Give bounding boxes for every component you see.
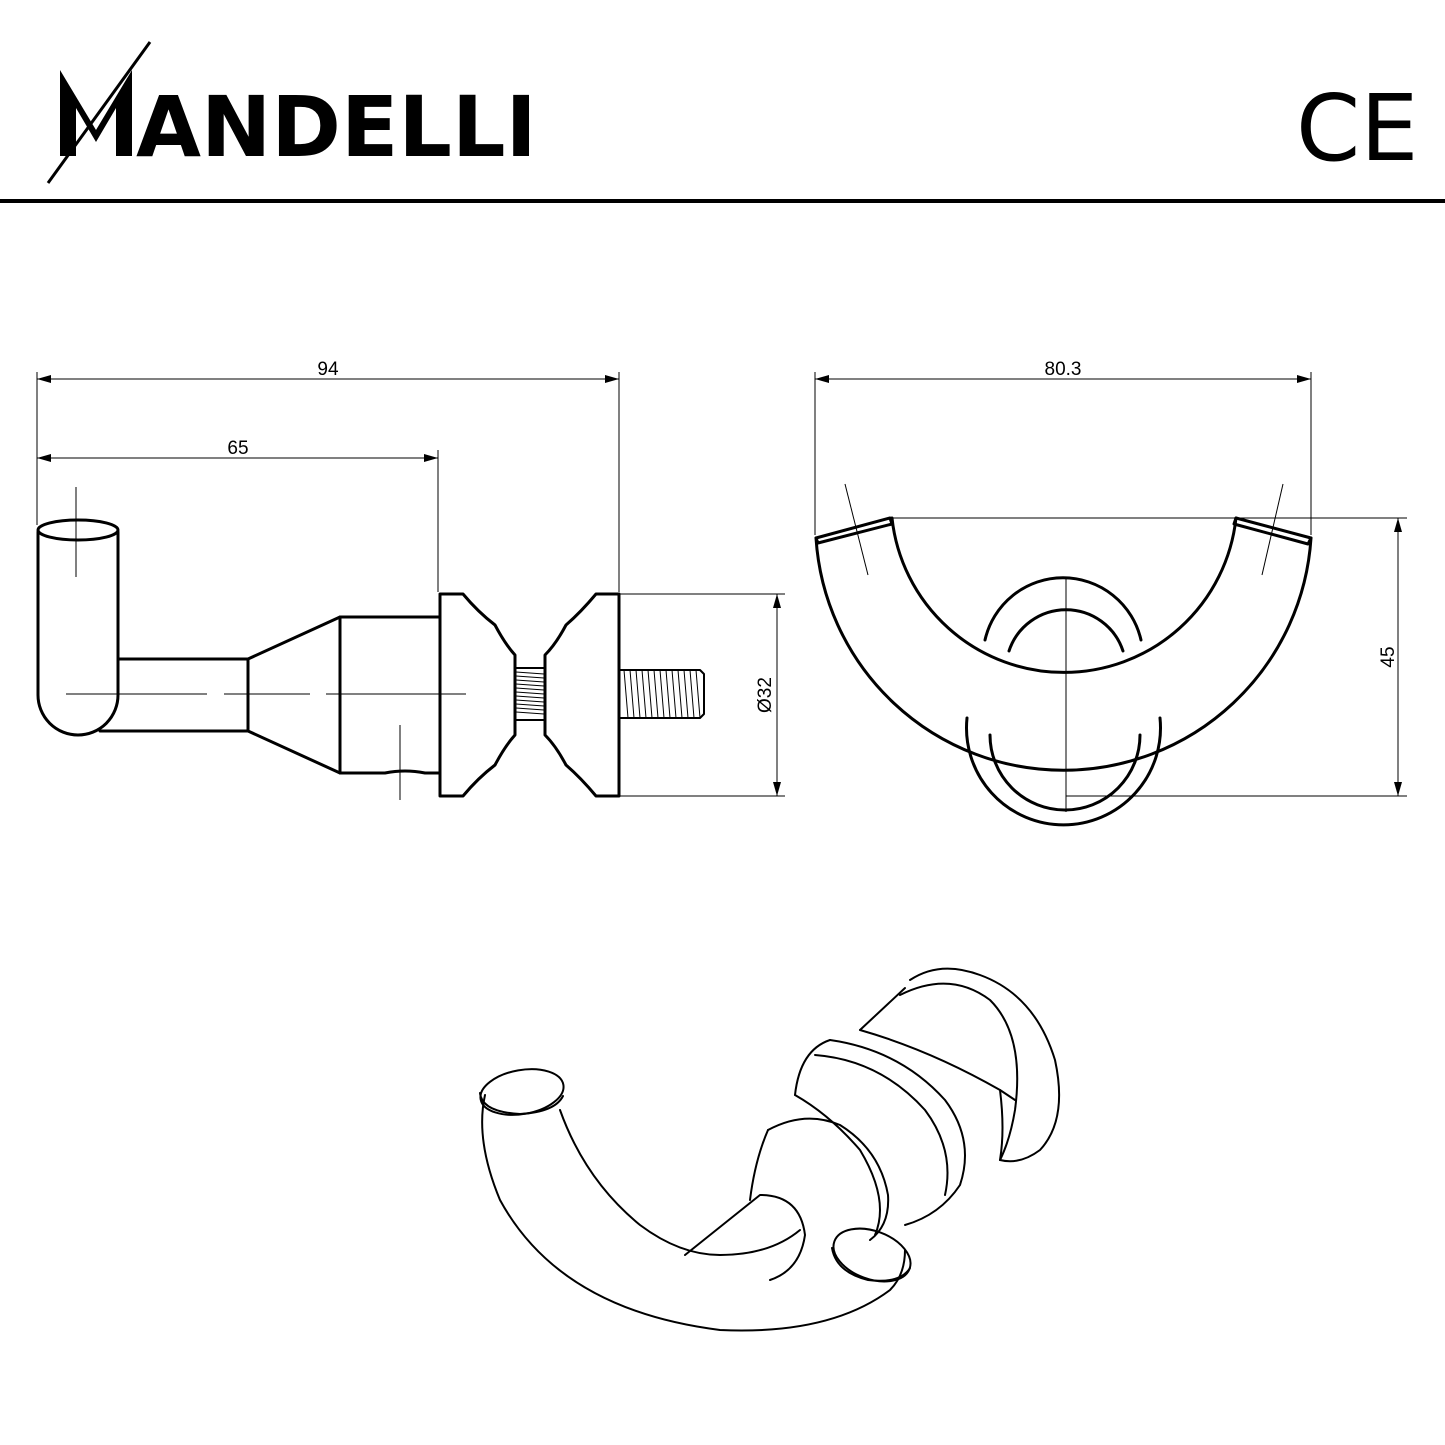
dimension-height: 45 — [1378, 646, 1399, 667]
dimension-width: 80.3 — [1045, 359, 1082, 380]
thread-neck — [514, 667, 546, 721]
thread-screw — [618, 669, 705, 719]
logo-slash — [46, 41, 152, 184]
side-view: 94 65 — [36, 359, 785, 800]
dimension-hook-length: 65 — [227, 438, 248, 459]
brand-name-text: ANDELLI — [136, 78, 537, 176]
dimension-base-diameter: Ø32 — [755, 677, 776, 713]
brand-logo: ANDELLI — [46, 41, 537, 184]
ce-mark: CE — [1296, 75, 1418, 182]
dimension-overall-length: 94 — [317, 359, 339, 380]
logo-m-mark — [60, 70, 132, 156]
front-view: 80.3 45 — [814, 359, 1407, 827]
isometric-view — [479, 967, 1061, 1332]
